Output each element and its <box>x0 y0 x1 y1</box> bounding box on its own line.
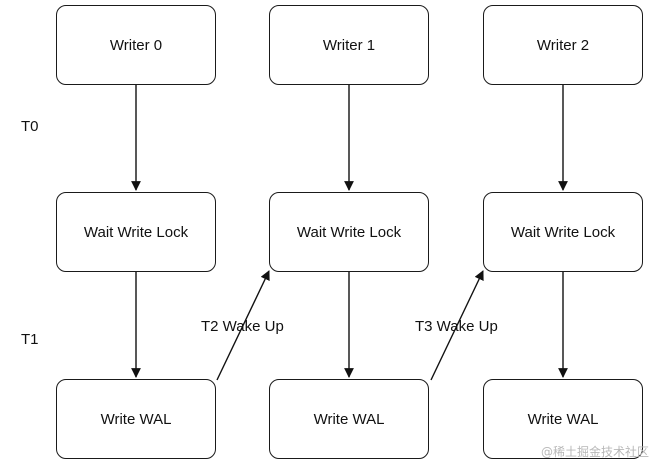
wait-write-lock-0-box: Wait Write Lock <box>56 192 216 272</box>
wake-up-label-t3: T3 Wake Up <box>415 318 498 335</box>
writer-1-label: Writer 1 <box>322 36 376 54</box>
arrow-wake-up-writer1 <box>216 270 270 381</box>
writer-1-box: Writer 1 <box>269 5 429 85</box>
write-wal-0-label: Write WAL <box>100 410 172 428</box>
writer-2-box: Writer 2 <box>483 5 643 85</box>
write-wal-1-box: Write WAL <box>269 379 429 459</box>
write-wal-1-label: Write WAL <box>313 410 385 428</box>
write-wal-0-box: Write WAL <box>56 379 216 459</box>
time-label-t1: T1 <box>21 331 39 348</box>
arrow-wake-up-writer2 <box>430 270 484 381</box>
wait-write-lock-0-label: Wait Write Lock <box>83 223 189 241</box>
writer-2-label: Writer 2 <box>536 36 590 54</box>
write-wal-2-box: Write WAL <box>483 379 643 459</box>
write-wal-2-label: Write WAL <box>527 410 599 428</box>
wake-up-label-t2: T2 Wake Up <box>201 318 284 335</box>
wait-write-lock-2-box: Wait Write Lock <box>483 192 643 272</box>
wait-write-lock-2-label: Wait Write Lock <box>510 223 616 241</box>
time-label-t0: T0 <box>21 118 39 135</box>
wait-write-lock-1-label: Wait Write Lock <box>296 223 402 241</box>
writer-0-label: Writer 0 <box>109 36 163 54</box>
source-credit: @稀土掘金技术社区 <box>540 445 649 459</box>
wait-write-lock-1-box: Wait Write Lock <box>269 192 429 272</box>
writer-0-box: Writer 0 <box>56 5 216 85</box>
